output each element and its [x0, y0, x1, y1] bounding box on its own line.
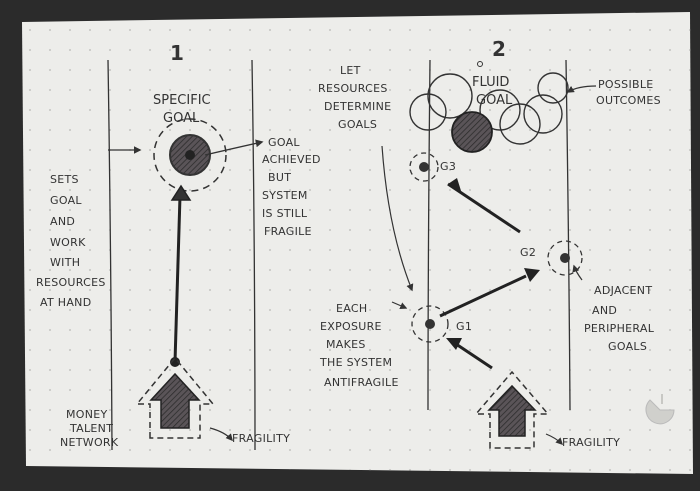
- arrowhead-to-g1: [446, 338, 462, 350]
- panel1-goal-title-2: GOAL: [163, 111, 200, 126]
- possible-outcomes-arrow: [566, 85, 597, 93]
- g3-label: G3: [440, 160, 456, 173]
- right-note-line: IS STILL: [262, 207, 308, 220]
- panel1-number: 1: [170, 41, 184, 65]
- fluid-goal-title-2: GOAL: [476, 93, 513, 108]
- g3-halo: [409, 152, 439, 182]
- g2-node: [560, 253, 570, 263]
- g1-label: G1: [456, 320, 472, 333]
- adjacent-note-line: AND: [592, 304, 617, 317]
- right-note-line: SYSTEM: [262, 189, 308, 202]
- left-note-line: RESOURCES: [36, 276, 106, 289]
- panel2-number: 2: [492, 37, 506, 61]
- panel2-base-arrow: [487, 384, 537, 437]
- g3-node: [419, 162, 429, 172]
- panel1-right-note: GOAL ACHIEVED BUT SYSTEM IS STILL FRAGIL…: [262, 136, 321, 238]
- right-note-line: ACHIEVED: [262, 153, 321, 166]
- adjacent-note-line: PERIPHERAL: [584, 322, 655, 335]
- adjacent-note-line: ADJACENT: [594, 284, 652, 297]
- top-left-note-line: DETERMINE: [324, 100, 391, 113]
- panel2-base-arrow-outline: [474, 370, 550, 449]
- left-note-line: AND: [50, 215, 75, 228]
- g1-node: [425, 319, 435, 329]
- panel1-vertical-shaft: [173, 195, 182, 363]
- fluid-goal-title-1: FLUID: [472, 75, 509, 90]
- left-note-line: GOAL: [50, 194, 82, 207]
- left-note-line: WORK: [50, 236, 86, 249]
- panel1-goal-center: [185, 150, 195, 160]
- adjacent-note: ADJACENT AND PERIPHERAL GOALS: [584, 284, 655, 353]
- resources-to-g1-arrow: [381, 145, 414, 292]
- right-note-line: FRAGILE: [264, 225, 312, 238]
- left-note-line: WITH: [50, 256, 80, 269]
- right-note-line: GOAL: [268, 136, 300, 149]
- arrowhead-to-g3: [448, 178, 462, 194]
- resource-money: MONEY: [66, 408, 108, 421]
- top-left-note-line: LET: [340, 64, 361, 77]
- panel1-base-arrow: [149, 372, 201, 429]
- exposure-note: EACH EXPOSURE MAKES THE SYSTEM ANTIFRAGI…: [319, 302, 399, 389]
- author-logo: [645, 394, 675, 425]
- adjacent-note-line: GOALS: [608, 340, 647, 353]
- outcomes-label: OUTCOMES: [596, 94, 661, 107]
- possible-label: POSSIBLE: [598, 78, 654, 91]
- adjacent-arrow: [572, 264, 583, 281]
- panel1-start-dot: [170, 357, 180, 367]
- panel1-left-note: SETS GOAL AND WORK WITH RESOURCES AT HAN…: [36, 173, 106, 309]
- left-note-line: AT HAND: [40, 296, 91, 309]
- panel1-fragility-label: FRAGILITY: [232, 432, 290, 445]
- panel1-goal-title-1: SPECIFIC: [153, 93, 211, 108]
- top-left-note-line: GOALS: [338, 118, 377, 131]
- panel1-fragility-arrow: [209, 427, 233, 442]
- panel2-fragility-label: FRAGILITY: [562, 436, 620, 449]
- exposure-note-line: THE SYSTEM: [319, 356, 392, 369]
- right-note-line: BUT: [268, 171, 291, 184]
- fluid-goal-circle: [451, 111, 493, 153]
- panel2-fragility-arrow: [545, 433, 564, 446]
- panel1-achieved-arrow: [204, 139, 264, 156]
- arrowhead-to-g2: [524, 268, 540, 282]
- exposure-arrow: [391, 301, 408, 310]
- left-note-line: SETS: [50, 173, 79, 186]
- guide-lines: [107, 59, 571, 451]
- fluid-goal-dot: [477, 61, 483, 67]
- exposure-note-line: EXPOSURE: [320, 320, 382, 333]
- panel1-arrowhead: [170, 184, 192, 201]
- g1-halo: [411, 305, 449, 343]
- g2-label: G2: [520, 246, 536, 259]
- resource-network: NETWORK: [60, 436, 119, 449]
- exposure-note-line: EACH: [336, 302, 367, 315]
- exposure-note-line: ANTIFRAGILE: [324, 376, 399, 389]
- panel1-goal-halo: [153, 118, 227, 192]
- panel2-top-left-note: LET RESOURCES DETERMINE GOALS: [318, 64, 391, 131]
- exposure-note-line: MAKES: [326, 338, 366, 351]
- g2-halo: [547, 240, 583, 276]
- top-left-note-line: RESOURCES: [318, 82, 388, 95]
- resource-talent: TALENT: [69, 422, 113, 435]
